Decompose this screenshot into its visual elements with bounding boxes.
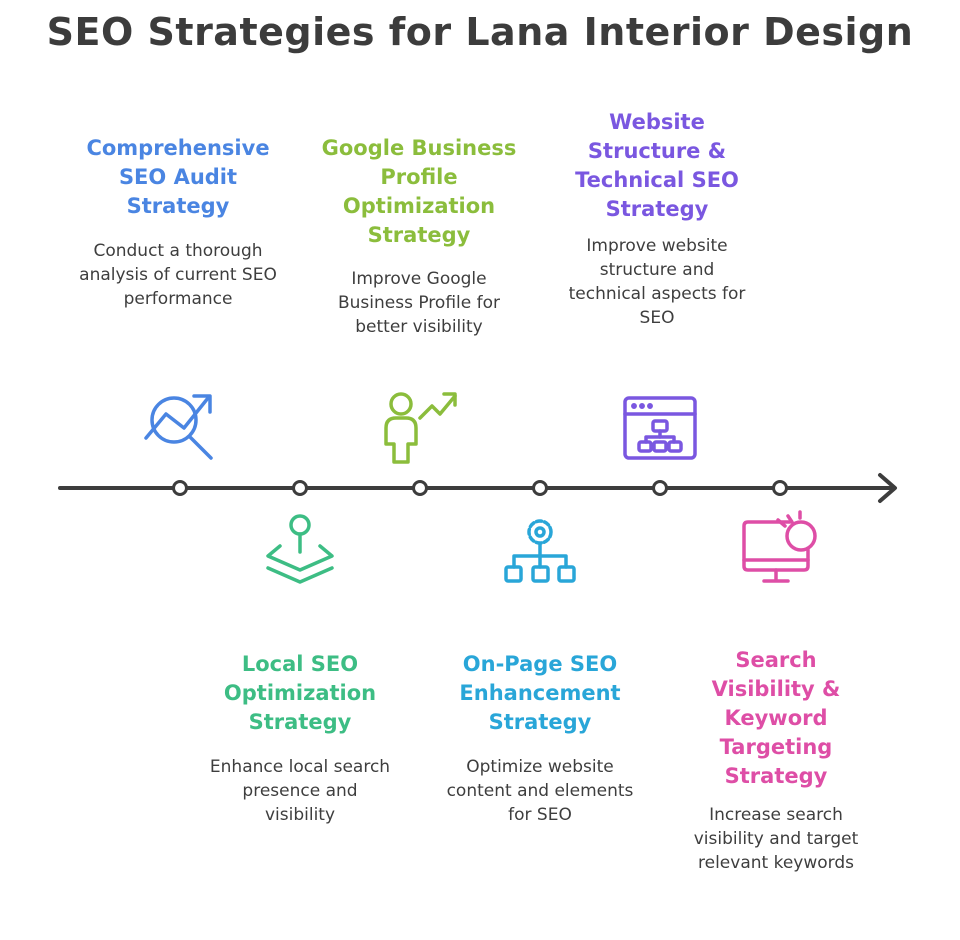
timeline-arrowhead: [878, 473, 897, 503]
strategy-heading: Search Visibility & Keyword Targeting St…: [711, 648, 841, 788]
strategy-card-comprehensive-seo-audit: Comprehensive SEO Audit Strategy Conduct…: [78, 134, 278, 311]
strategy-description: Optimize website content and elements fo…: [446, 757, 634, 825]
strategy-heading: Website Structure & Technical SEO Strate…: [575, 110, 739, 221]
strategy-description: Increase search visibility and target re…: [693, 805, 859, 873]
map-pin-layers-icon: [266, 514, 334, 584]
browser-sitemap-icon: [623, 396, 697, 460]
gear-sitemap-icon: [504, 519, 576, 583]
audit-chart-magnifier-icon: [144, 394, 213, 460]
timeline-marker: [772, 480, 788, 496]
strategy-description: Enhance local search presence and visibi…: [209, 757, 391, 825]
timeline-marker: [412, 480, 428, 496]
timeline-marker: [532, 480, 548, 496]
monitor-target-icon: [742, 510, 817, 583]
strategy-heading: Comprehensive SEO Audit Strategy: [86, 136, 270, 218]
timeline-marker: [652, 480, 668, 496]
page-title: SEO Strategies for Lana Interior Design: [46, 10, 914, 54]
strategy-description: Conduct a thorough analysis of current S…: [79, 241, 277, 309]
strategy-description: Improve website structure and technical …: [568, 236, 746, 328]
strategy-card-search-visibility-keyword-targeting: Search Visibility & Keyword Targeting St…: [686, 646, 866, 875]
strategy-card-google-business-profile: Google Business Profile Optimization Str…: [312, 134, 526, 339]
strategy-card-website-structure-technical-seo: Website Structure & Technical SEO Strate…: [562, 108, 752, 330]
strategy-description: Improve Google Business Profile for bett…: [337, 269, 500, 337]
strategy-card-local-seo-optimization: Local SEO Optimization Strategy Enhance …: [205, 650, 395, 827]
strategy-card-on-page-seo-enhancement: On-Page SEO Enhancement Strategy Optimiz…: [440, 650, 640, 827]
person-growth-arrow-icon: [384, 392, 457, 464]
strategy-heading: Google Business Profile Optimization Str…: [321, 136, 517, 247]
strategy-heading: On-Page SEO Enhancement Strategy: [459, 652, 621, 734]
timeline-marker: [292, 480, 308, 496]
strategy-heading: Local SEO Optimization Strategy: [223, 652, 377, 734]
timeline-marker: [172, 480, 188, 496]
